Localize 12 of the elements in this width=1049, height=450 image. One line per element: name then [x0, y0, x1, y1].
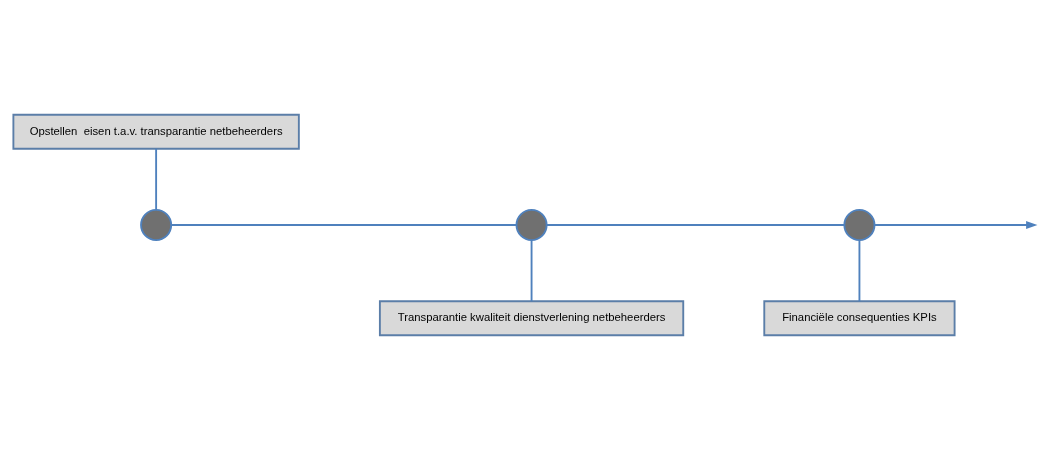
node-box: Transparantie kwaliteit dienstverlening netbeheerders — [378, 300, 685, 337]
node-circle — [515, 209, 548, 241]
connector — [155, 147, 158, 211]
node-circle — [843, 209, 876, 241]
arrow — [873, 221, 1038, 229]
connector — [170, 224, 518, 226]
node-box: Financiële consequenties KPIs — [763, 300, 956, 337]
connector — [858, 239, 861, 303]
node-circle — [140, 209, 173, 241]
connector — [546, 224, 846, 226]
connector — [530, 239, 533, 303]
node-box: Opstellen eisen t.a.v. transparantie netbeheerders — [12, 113, 300, 150]
